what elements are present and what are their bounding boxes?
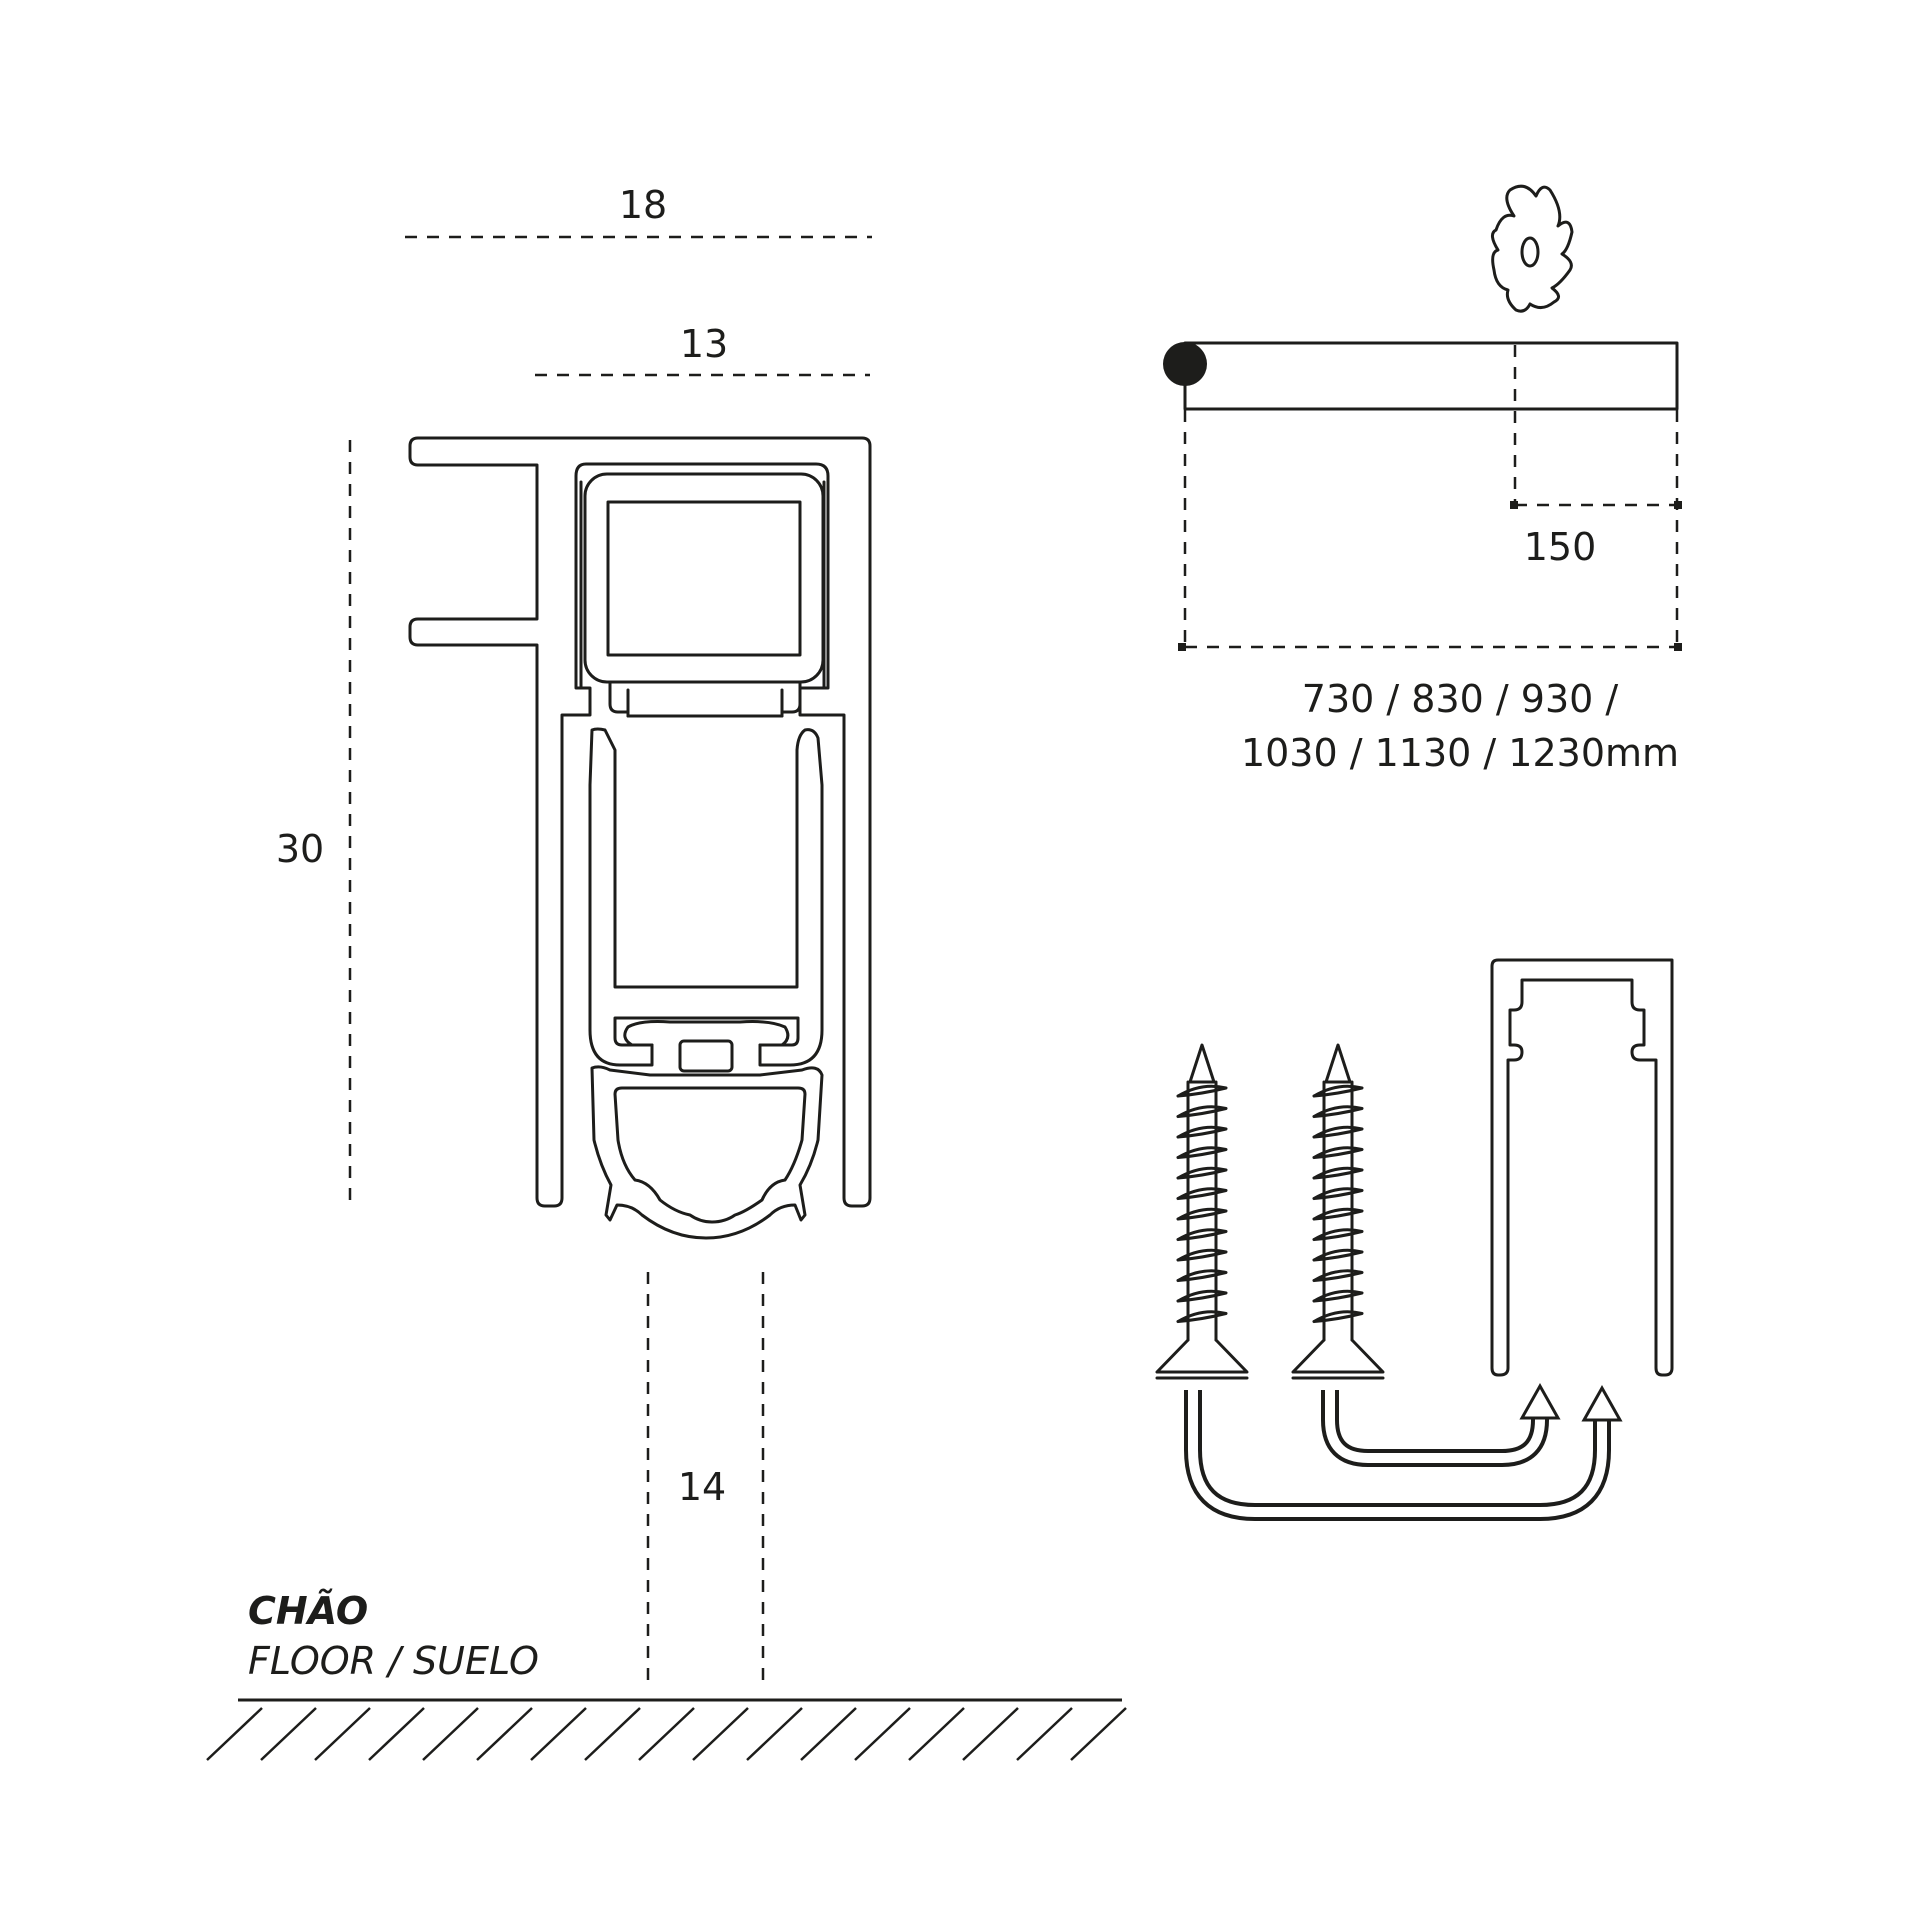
thread-turn [1312,1228,1364,1241]
curved-arrow-icon [1321,1382,1561,1467]
thread-turn [1176,1310,1228,1323]
thread-turn [1312,1125,1364,1139]
thread-turn [1176,1166,1228,1180]
thread-turn [1312,1166,1364,1180]
door-seal-profile [408,436,872,1240]
hatch-line [908,1707,965,1761]
thread-turn [1312,1207,1364,1221]
lengths-line-1: 730 / 830 / 930 / [1302,677,1619,721]
housing-outline [408,436,872,1208]
thread-turn [1176,1084,1228,1098]
hatch-line [1070,1707,1127,1761]
hatch-line [368,1707,425,1761]
thread-turn [1176,1207,1228,1221]
hatch-line [260,1707,317,1761]
middle-carriage [588,727,824,1067]
thread-turn [1176,1248,1228,1262]
hatch-line [1016,1707,1073,1761]
thread-turn [1312,1084,1364,1098]
hatch-line [314,1707,371,1761]
hatch-line [422,1707,479,1761]
seal-bar-diagram: 150 730 / 830 / 930 / 1030 / 1130 / 1230… [1163,184,1682,775]
screw-thread [1176,1084,1228,1323]
hatch-line [692,1707,749,1761]
screw-head [1291,1338,1385,1374]
saw-blade-outline [1491,184,1574,313]
cut-offset-label: 150 [1524,525,1597,569]
thread-turn [1312,1269,1364,1282]
thread-turn [1176,1125,1228,1139]
hatch-line [962,1707,1019,1761]
thread-turn [1312,1248,1364,1262]
hatch-line [530,1707,587,1761]
hatch-line [854,1707,911,1761]
screw-head [1155,1338,1249,1374]
thread-turn [1312,1146,1364,1159]
floor-label-secondary: FLOOR / SUELO [248,1639,539,1683]
upper-chamber [583,472,825,684]
hatch-line [206,1707,263,1761]
hatch-line [638,1707,695,1761]
dim-label-18: 18 [619,183,667,227]
screw-tip [1188,1043,1216,1084]
mounting-bracket-icon [1490,958,1674,1377]
hatch-line [800,1707,857,1761]
thread-turn [1176,1187,1228,1200]
cut-marker-left [1510,501,1518,509]
carriage-tabs [623,1020,790,1047]
lengths-line-2: 1030 / 1130 / 1230mm [1241,731,1679,775]
thread-turn [1176,1289,1228,1303]
dim-label-14: 14 [678,1465,726,1509]
hatch-line [746,1707,803,1761]
thread-turn [1312,1187,1364,1200]
seal-bar [1183,341,1679,411]
thread-turn [1176,1269,1228,1282]
screw-tip [1324,1043,1352,1084]
thread-turn [1312,1105,1364,1118]
neck [608,680,802,718]
curved-arrow-icon [1184,1384,1623,1521]
screw-icon [1291,1043,1385,1380]
dim-label-30: 30 [276,827,324,871]
rubber-seal-inner [613,1086,807,1224]
thread-turn [1312,1310,1364,1323]
center-slot [678,1039,734,1073]
thread-turn [1176,1146,1228,1159]
hatch-line [476,1707,533,1761]
end-cap-dot [1163,342,1207,386]
hatch-line [584,1707,641,1761]
floor-hatching [206,1707,1127,1761]
thread-turn [1312,1289,1364,1303]
length-marker-right [1674,643,1682,651]
dim-label-13: 13 [680,322,728,366]
saw-blade-hub [1520,236,1540,268]
saw-blade-icon [1491,184,1574,313]
floor-label-primary: CHÃO [248,1589,368,1633]
screw-thread [1312,1084,1364,1323]
cut-marker-right [1674,501,1682,509]
thread-turn [1176,1105,1228,1118]
screw-icon [1155,1043,1249,1380]
rubber-seal-outer [590,1065,824,1240]
carrier-walls [579,480,826,690]
thread-turn [1176,1228,1228,1241]
length-marker-left [1178,643,1186,651]
upper-chamber-inner [606,500,802,657]
neck-sides [626,688,784,718]
